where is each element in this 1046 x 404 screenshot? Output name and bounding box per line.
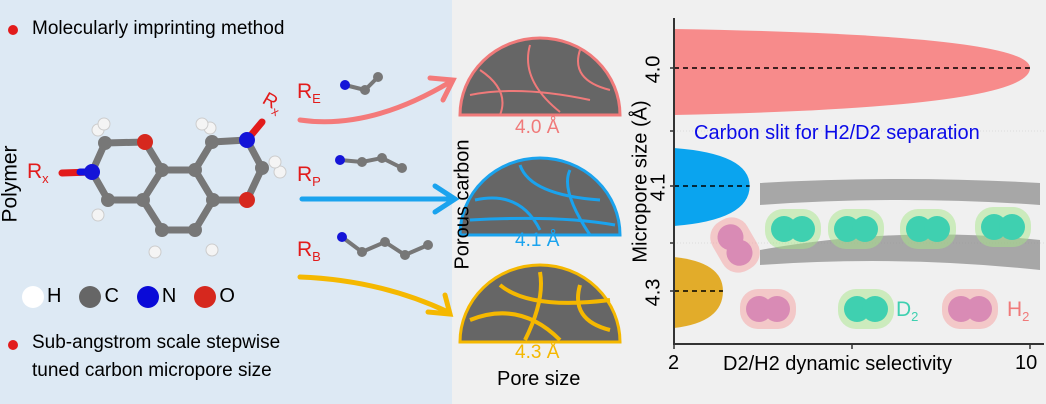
re-label: RE: [297, 80, 321, 106]
legend-h2: H2: [1007, 298, 1029, 324]
pore-pink: [458, 36, 622, 117]
molecule-diagram: [58, 117, 287, 259]
d2-legend-molecule: [838, 289, 894, 329]
rp-label: RP: [297, 163, 321, 189]
selectivity-chart: [670, 18, 1046, 349]
x-tick-10: 10: [1015, 352, 1038, 374]
pore-size-label: Pore size: [497, 368, 581, 390]
pore-label-41: 4.1 Å: [515, 230, 560, 251]
arrows: [297, 75, 460, 317]
d2-text: D: [896, 298, 912, 321]
legend-d2: D2: [896, 298, 918, 324]
legend-c-label: C: [104, 285, 119, 307]
d2-molecule: [765, 209, 821, 249]
pore-label-40: 4.0 Å: [515, 117, 560, 138]
oxygen-atom-icon: [194, 285, 217, 308]
h2-legend-molecule: [942, 289, 998, 329]
rb-text: R: [297, 238, 313, 261]
bullet-icon: [8, 25, 18, 35]
h2-text: H: [1007, 298, 1023, 321]
rb-sub: B: [312, 249, 321, 265]
legend-h-label: H: [47, 285, 62, 307]
rx-text: R: [27, 160, 43, 183]
legend-n: N: [136, 285, 177, 308]
arrow-re: [297, 79, 453, 125]
legend-o: O: [194, 285, 235, 308]
hydrogen-atom-icon: [22, 285, 44, 308]
nitrogen-atom-icon: [136, 285, 159, 308]
bullet-subangstrom-2: tuned carbon micropore size: [32, 360, 272, 381]
re-text: R: [297, 80, 313, 103]
porous-carbon-label: Porous carbon: [451, 139, 474, 270]
gas-molecules: [710, 207, 1031, 329]
bullet-imprinting: Molecularly imprinting method: [32, 18, 285, 39]
atom-legend: H C N O: [22, 285, 235, 308]
distribution-4.0: [674, 29, 1030, 115]
h2-molecule: [740, 289, 796, 329]
rp-text: R: [297, 163, 313, 186]
d2-molecule: [828, 209, 884, 249]
pore-orange: [458, 263, 622, 344]
bullet-subangstrom-1: Sub-angstrom scale stepwise: [32, 332, 281, 353]
legend-h: H: [22, 285, 61, 308]
x-tick-2: 2: [668, 352, 680, 374]
chart-title: Carbon slit for H2/D2 separation: [694, 122, 980, 144]
polymer-label: Polymer: [0, 145, 22, 223]
y-tick-41: 4.1: [647, 173, 670, 202]
pore-blue: [458, 156, 622, 237]
re-sub: E: [312, 91, 321, 107]
arrow-rb: [297, 274, 451, 315]
distribution-4.1: [674, 148, 750, 226]
pore-label-43: 4.3 Å: [515, 342, 560, 363]
d2-sub: 2: [911, 309, 919, 325]
x-axis-label: D2/H2 dynamic selectivity: [723, 353, 952, 375]
bullet-icon: [8, 340, 18, 350]
h2-sub: 2: [1022, 309, 1030, 325]
rx-label: Rx: [27, 160, 49, 186]
rx-sub: x: [42, 171, 49, 187]
carbon-slit-illustration: [760, 179, 1040, 270]
y-tick-43: 4.3: [642, 278, 665, 307]
d2-molecule: [900, 209, 956, 249]
y-tick-40: 4.0: [642, 55, 665, 84]
rb-label: RB: [297, 238, 321, 264]
d2-molecule: [975, 207, 1031, 247]
legend-n-label: N: [161, 285, 177, 307]
legend-c: C: [79, 285, 119, 308]
amine-molecules: [335, 72, 433, 260]
rp-sub: P: [312, 174, 321, 190]
distribution-4.3: [674, 257, 723, 328]
legend-o-label: O: [219, 285, 235, 307]
carbon-atom-icon: [79, 285, 102, 308]
h2-molecule: [710, 217, 760, 273]
